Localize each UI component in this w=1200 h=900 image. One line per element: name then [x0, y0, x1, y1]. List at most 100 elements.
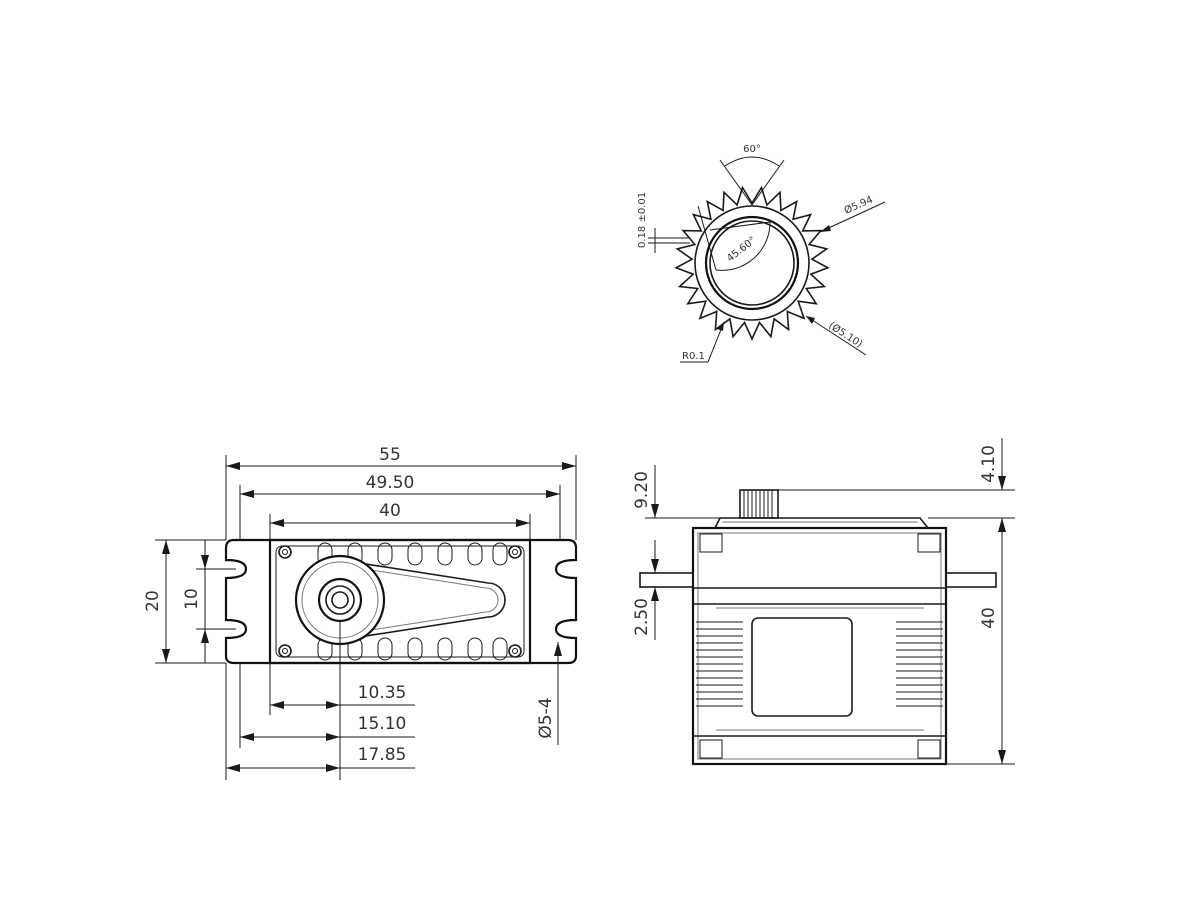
corner-screw-tl [278, 545, 292, 559]
rib-bottom [437, 637, 453, 661]
offset-2-arrow-left [240, 733, 254, 741]
root-diameter-leader [805, 315, 867, 356]
rib-bottom [492, 637, 508, 661]
dim-4950-arrow-right [546, 490, 560, 498]
top-cap [713, 517, 930, 529]
top-view: 55 49.50 40 20 10 [143, 445, 578, 780]
offset-1-arrow-left [270, 701, 284, 709]
dim-410-arrow-top [998, 476, 1006, 490]
dim-920-arrow [651, 504, 659, 518]
dim-40-side-arrow-bottom [998, 750, 1006, 764]
dim-overall-width: 20 [143, 590, 163, 612]
dim-top-height: 9.20 [632, 471, 652, 509]
dim-55-arrow-left [226, 462, 240, 470]
rib-bottom [377, 637, 393, 661]
angle-60-arc [724, 156, 780, 167]
corner-screw-br-inner [512, 648, 518, 654]
dim-410-arrow-bottom [998, 518, 1006, 532]
rib-top [377, 542, 393, 566]
rib-bottom [467, 637, 483, 661]
gear-detail: 60° 0.18 ±0.01 Ø5.94 45.60° (Ø5.10) R0.1 [637, 144, 886, 363]
angle-60-line-left [719, 159, 753, 206]
side-corner-tl [699, 533, 723, 553]
rib-top [437, 542, 453, 566]
rib-top [407, 542, 423, 566]
outer-diameter-leader [819, 201, 886, 233]
side-fins-right [896, 621, 943, 707]
dim-10-arrow-bottom [201, 629, 209, 643]
angle-60-label: 60° [743, 144, 761, 155]
rib-top [467, 542, 483, 566]
dim-tab-thickness: 2.50 [632, 598, 652, 636]
root-diameter-label: (Ø5.10) [826, 319, 864, 350]
dim-4950-arrow-left [240, 490, 254, 498]
label-recess [751, 617, 853, 717]
corner-screw-bl-inner [282, 648, 288, 654]
dim-20-arrow-bottom [162, 649, 170, 663]
dim-side-body-height: 40 [979, 607, 999, 629]
side-fins-left [696, 621, 743, 707]
dim-shaft-offset-1: 10.35 [358, 683, 407, 703]
root-radius-label: R0.1 [682, 351, 705, 362]
dim-hole-spacing: 49.50 [366, 473, 415, 493]
pressure-angle-arc [715, 221, 771, 271]
dim-mounting-holes: Ø5-4 [536, 697, 556, 738]
pressure-angle-label: 45.60° [725, 235, 758, 264]
side-corner-bl [699, 739, 723, 759]
dim-10-arrow-top [201, 555, 209, 569]
output-shaft-bore [331, 591, 349, 609]
cooling-ribs-top [317, 542, 508, 566]
dim-hole-spacing-vertical: 10 [182, 588, 202, 610]
gear-inner-line-a [709, 221, 771, 231]
offset-3-arrow-right [326, 764, 340, 772]
side-view: 4.10 40 9.20 2.50 [632, 438, 1015, 766]
dim-40-arrow-left [270, 519, 284, 527]
outer-diameter-label: Ø5.94 [842, 194, 874, 217]
mounting-tab-right [945, 572, 997, 588]
rib-bottom [407, 637, 423, 661]
offset-1-arrow-right [326, 701, 340, 709]
dim-55-arrow-right [562, 462, 576, 470]
corner-screw-tr [508, 545, 522, 559]
gear-teeth [674, 185, 830, 341]
mounting-hole-arrow [554, 642, 562, 656]
gear-bore-inner [709, 220, 795, 306]
gear-root-circle [694, 205, 810, 321]
rib-top [492, 542, 508, 566]
spline-teeth [743, 490, 773, 518]
dim-250-arrow-bottom [651, 587, 659, 601]
angle-60-line-right [751, 159, 785, 206]
side-body-outline [691, 526, 948, 766]
side-body-inner [697, 532, 942, 760]
servo-horn-arm [339, 559, 506, 641]
outer-diameter-arrow [820, 225, 831, 232]
gear-tooth-profile [674, 185, 830, 341]
mounting-flange-outline [224, 538, 578, 665]
offset-3-arrow-left [226, 764, 240, 772]
mounting-tab-left [639, 572, 694, 588]
corner-screw-bl [278, 644, 292, 658]
dim-40-arrow-right [516, 519, 530, 527]
output-shaft [325, 585, 355, 615]
dim-20-arrow-top [162, 540, 170, 554]
corner-screw-tr-inner [512, 549, 518, 555]
side-corner-tr [917, 533, 941, 553]
servo-horn-arm-inner [351, 566, 499, 634]
root-radius-arrow [717, 322, 724, 331]
servo-body-inner [275, 545, 525, 658]
corner-screw-tl-inner [282, 549, 288, 555]
servo-body-outline [268, 538, 532, 665]
offset-2-arrow-right [326, 733, 340, 741]
gear-inner-line-b [697, 205, 717, 271]
gear-bore-outer [704, 215, 800, 311]
dim-shaft-offset-2: 15.10 [358, 714, 407, 734]
tooth-depth-label: 0.18 ±0.01 [637, 192, 648, 248]
root-diameter-arrow [806, 316, 815, 324]
dim-spline-height: 4.10 [979, 445, 999, 483]
dim-250-arrow-top [651, 559, 659, 573]
corner-screw-br [508, 644, 522, 658]
side-corner-br [917, 739, 941, 759]
dim-shaft-offset-3: 17.85 [358, 745, 407, 765]
dim-overall-length: 55 [379, 445, 401, 465]
